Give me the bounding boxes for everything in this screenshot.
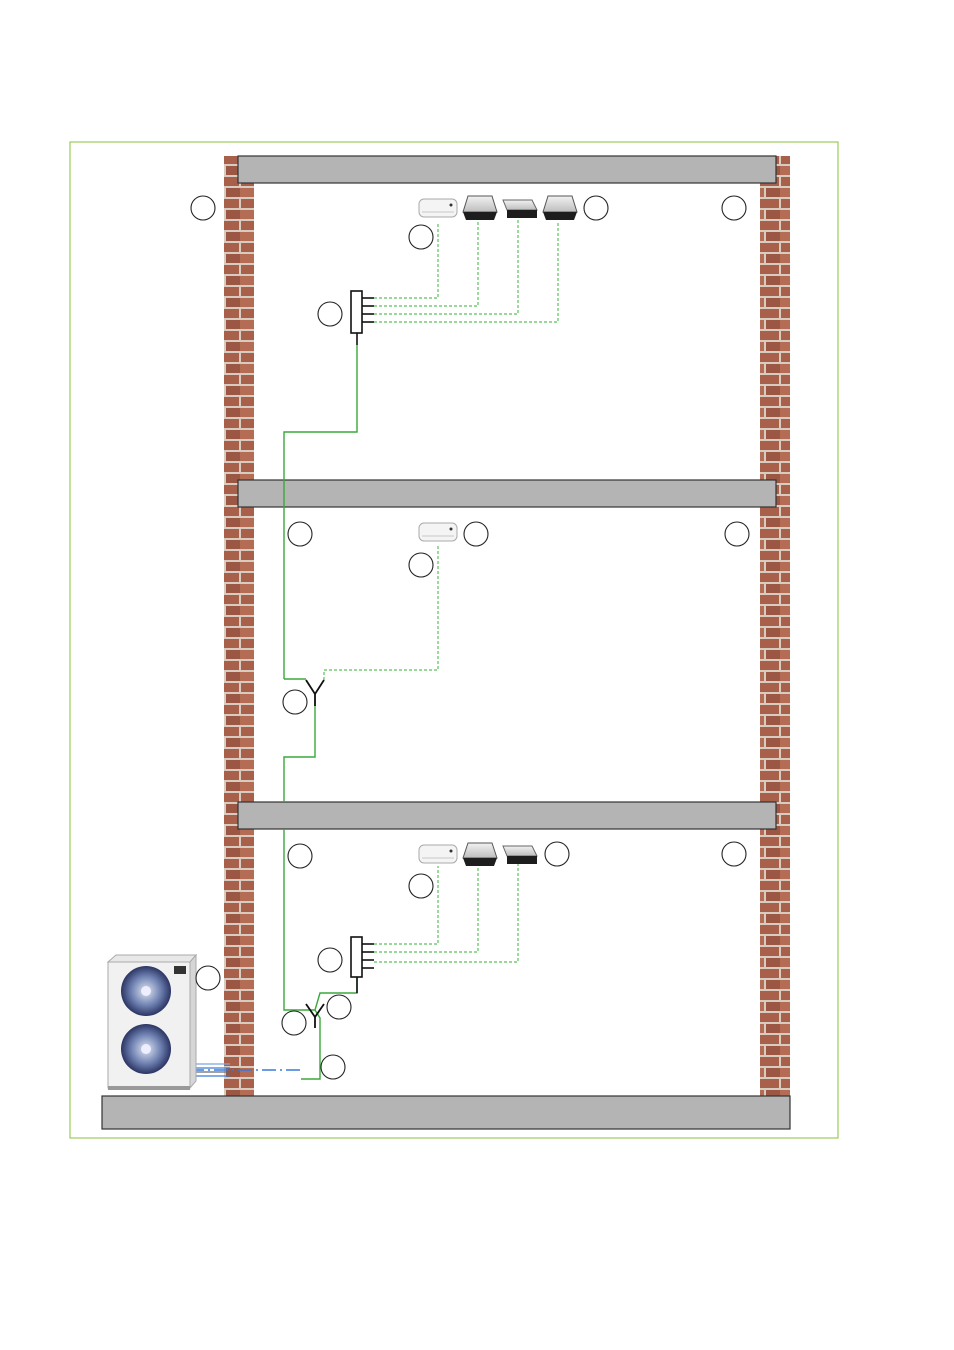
callout-circle [463, 521, 489, 547]
wall-split-unit-icon [418, 844, 458, 864]
callout-circle [408, 552, 434, 578]
outdoor-pipe-stubs [190, 1063, 230, 1077]
branch-pipes-bottom [374, 864, 519, 963]
wall-split-unit-icon [418, 522, 458, 542]
ceiling-duct-unit-icon [502, 199, 538, 218]
branch-pipes-top [374, 220, 559, 323]
left-brick-wall [224, 156, 254, 1096]
ground-slab [101, 1095, 791, 1130]
ceiling-cassette-unit-icon [462, 195, 498, 220]
branch-pipe-middle [323, 544, 439, 680]
callout-circle [721, 195, 747, 221]
y-branch-joint-middle [305, 679, 325, 706]
ceiling-duct-unit-icon [502, 845, 538, 864]
floor-slab-2 [237, 479, 777, 508]
ceiling-cassette-unit-icon [462, 842, 498, 866]
callout-circle [326, 994, 352, 1020]
right-brick-wall [760, 156, 790, 1096]
callout-circle [281, 1010, 307, 1036]
floor-slab-1 [237, 801, 777, 830]
callout-circle [721, 841, 747, 867]
callout-circle [583, 195, 609, 221]
callout-circle [724, 521, 750, 547]
distributor-header-bottom [350, 936, 374, 993]
callout-circle [544, 841, 570, 867]
y-branch-joint-bottom [305, 1003, 325, 1028]
wall-split-unit-icon [418, 198, 458, 218]
callout-circle [408, 873, 434, 899]
callout-circle [287, 521, 313, 547]
callout-circle [317, 301, 343, 327]
callout-markers [190, 195, 750, 1080]
callout-circle [282, 689, 308, 715]
roof-slab [237, 155, 777, 184]
distributor-header-top [350, 290, 374, 345]
callout-circle [408, 224, 434, 250]
outdoor-unit-icon [106, 953, 198, 1090]
callout-circle [195, 965, 221, 991]
callout-circle [190, 195, 216, 221]
callout-circle [320, 1054, 346, 1080]
ceiling-cassette-unit-icon [542, 195, 578, 220]
callout-circle [287, 843, 313, 869]
diagram-frame [69, 141, 839, 1139]
callout-circle [317, 947, 343, 973]
